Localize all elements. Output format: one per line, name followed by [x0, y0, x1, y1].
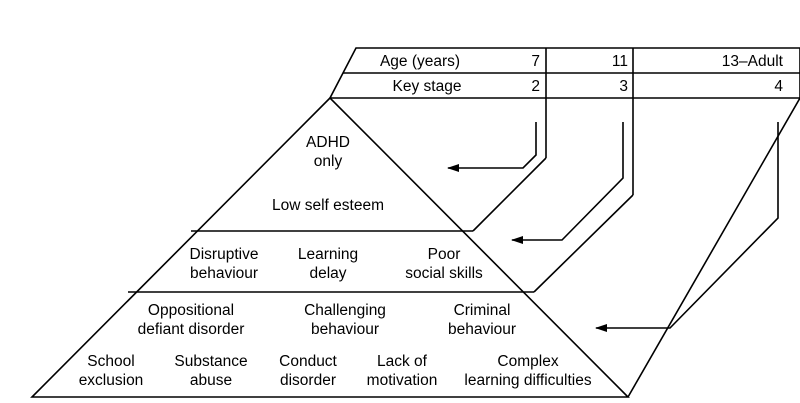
bottom-tier-row2-item-5-line1: Complex — [497, 353, 559, 370]
pyramid-outline — [30, 96, 630, 398]
bottom-tier-row2-item-2-line2: abuse — [189, 372, 233, 389]
middle-tier-item-3: Poor social skills — [405, 245, 483, 283]
age-value-ks2: 7 — [531, 53, 540, 70]
stage3-diagonal — [533, 194, 634, 293]
middle-tier-item-2-line2: delay — [309, 265, 347, 282]
age-value-ks4: 13–Adult — [721, 53, 783, 70]
bottom-tier-row2-item-5-line2: learning difficulties — [464, 372, 592, 389]
arrow-connector-stage2 — [447, 122, 537, 172]
top-tier-low-self-esteem: Low self esteem — [272, 197, 384, 214]
bottom-tier-row2-item-4: Lack of motivation — [367, 352, 438, 390]
arrow-connector-stage4 — [595, 122, 779, 332]
header-table-outline — [328, 47, 800, 99]
stage-value-3: 3 — [619, 78, 628, 95]
stage2-diagonal — [472, 157, 547, 232]
stage-value-2: 2 — [531, 78, 540, 95]
top-tier-adhd-line1: ADHD — [306, 134, 350, 151]
middle-tier-item-1-line1: Disruptive — [189, 246, 259, 263]
age-row-label: Age (years) — [379, 53, 461, 70]
top-tier-adhd-line2: only — [313, 153, 343, 170]
bottom-tier-row2-item-5: Complex learning difficulties — [464, 352, 591, 390]
bottom-tier-row1-item-2-line2: behaviour — [310, 321, 380, 338]
bottom-tier-row2-item-1-line1: School — [87, 353, 135, 370]
bottom-tier-row1-item-3-line2: behaviour — [447, 321, 517, 338]
bottom-tier-row1-item-2-line1: Challenging — [304, 302, 386, 319]
stage-row-label: Key stage — [392, 78, 462, 95]
bottom-tier-row2-item-3: Conduct disorder — [279, 352, 337, 390]
middle-tier-item-3-line1: Poor — [427, 246, 461, 263]
age-value-ks3: 11 — [611, 53, 628, 70]
bottom-tier-row1-item-3-line1: Criminal — [453, 302, 511, 319]
middle-tier-item-1-line2: behaviour — [189, 265, 259, 282]
middle-tier-item-2-line1: Learning — [297, 246, 359, 263]
middle-tier-item-1: Disruptive behaviour — [190, 245, 259, 283]
bottom-tier-row1-item-3: Criminal behaviour — [448, 301, 516, 339]
bottom-tier-row2-item-3-line1: Conduct — [279, 353, 337, 370]
bottom-tier-row1-item-2: Challenging behaviour — [304, 301, 386, 339]
bottom-tier-row2-item-1: School exclusion — [79, 352, 144, 390]
top-tier-adhd-only: ADHD only — [306, 133, 350, 171]
middle-tier-item-2: Learning delay — [298, 245, 358, 283]
right-panel-edge — [627, 97, 800, 398]
bottom-tier-row1-item-1-line2: defiant disorder — [137, 321, 245, 338]
bottom-tier-row2-item-2-line1: Substance — [174, 353, 248, 370]
arrow-connector-stage3 — [511, 122, 624, 244]
middle-tier-item-3-line2: social skills — [405, 265, 483, 282]
bottom-tier-row1-item-1-line1: Oppositional — [147, 302, 235, 319]
bottom-tier-row2-item-4-line2: motivation — [366, 372, 438, 389]
bottom-tier-row2-item-1-line2: exclusion — [78, 372, 144, 389]
bottom-tier-row1-item-1: Oppositional defiant disorder — [138, 301, 245, 339]
bottom-tier-row2-item-4-line1: Lack of — [377, 353, 427, 370]
bottom-tier-row2-item-3-line2: disorder — [279, 372, 336, 389]
bottom-tier-row2-item-2: Substance abuse — [174, 352, 247, 390]
stage-value-4: 4 — [774, 78, 783, 95]
